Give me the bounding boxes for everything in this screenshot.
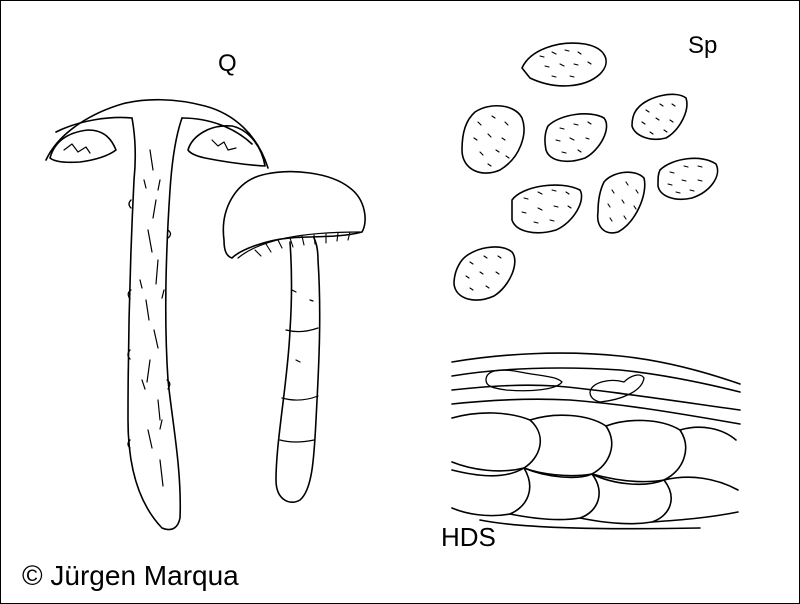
section-label: Q	[218, 50, 237, 77]
spores-drawing	[453, 42, 719, 301]
spores-label: Sp	[688, 32, 718, 59]
copyright-notice: © Jürgen Marqua	[22, 560, 239, 591]
cuticle-cells-drawing	[451, 352, 741, 530]
mushroom-whole-drawing	[222, 170, 366, 504]
mushroom-section-drawing	[45, 98, 269, 531]
cuticle-label: HDS	[441, 522, 496, 552]
